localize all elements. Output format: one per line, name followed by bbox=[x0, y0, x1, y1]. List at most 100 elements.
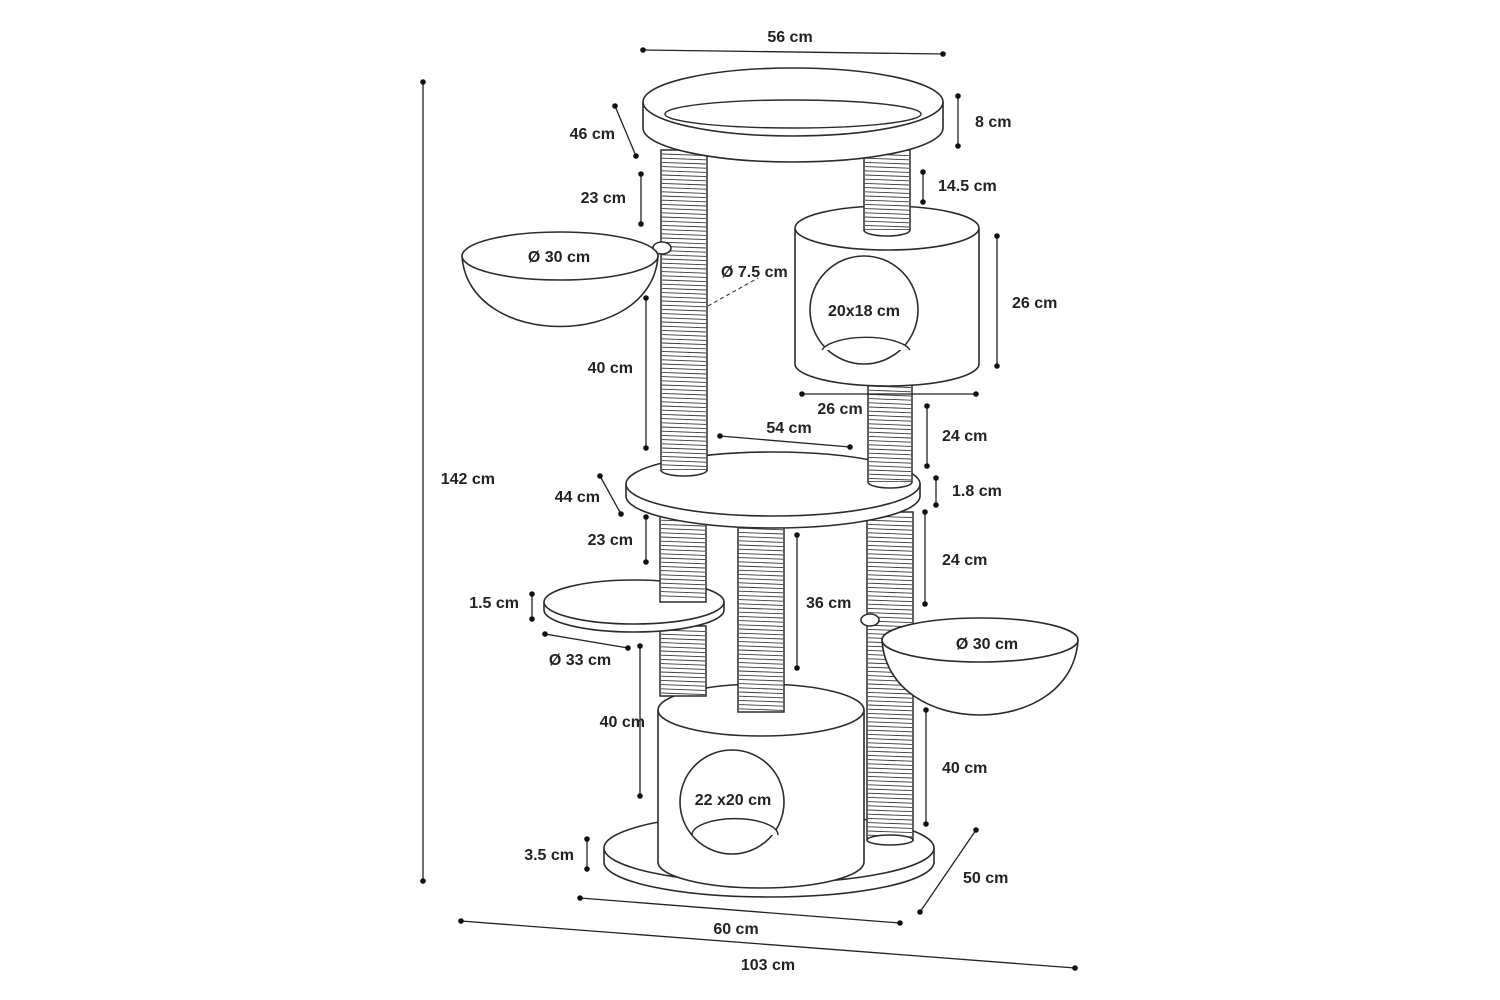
post-upper-right-top bbox=[863, 149, 911, 237]
rope-wrap bbox=[738, 687, 784, 690]
rope-wrap bbox=[867, 578, 913, 582]
dimension-endpoint bbox=[847, 444, 853, 450]
rope-wrap bbox=[867, 805, 913, 808]
rope-wrap bbox=[867, 809, 913, 813]
rope-wrap bbox=[661, 208, 707, 211]
rope-wrap bbox=[868, 469, 912, 473]
rope-wrap bbox=[864, 161, 910, 165]
rope-wrap bbox=[867, 599, 913, 603]
rope-wrap bbox=[738, 699, 784, 703]
label-left-bowl-diameter: Ø 30 cm bbox=[528, 249, 590, 266]
rope-wrap bbox=[661, 170, 707, 173]
rope-wrap bbox=[660, 667, 706, 670]
rope-wrap bbox=[661, 325, 707, 329]
dimension-endpoint bbox=[1072, 965, 1078, 971]
rope-wrap bbox=[867, 725, 913, 729]
rope-wrap bbox=[738, 586, 784, 590]
dimension-endpoint bbox=[924, 463, 930, 469]
rope-wrap bbox=[661, 464, 707, 467]
rope-wrap bbox=[867, 817, 913, 821]
rope-wrap bbox=[738, 569, 784, 573]
rope-wrap bbox=[660, 675, 706, 679]
rope-wrap bbox=[738, 615, 784, 619]
rope-wrap bbox=[867, 759, 913, 762]
dimension-endpoint bbox=[529, 591, 535, 597]
dimension-endpoint bbox=[994, 363, 1000, 369]
rope-wrap bbox=[661, 342, 707, 346]
rope-wrap bbox=[868, 427, 912, 431]
rope-wrap bbox=[661, 334, 707, 337]
rope-wrap bbox=[661, 388, 707, 392]
rope-wrap bbox=[661, 300, 707, 304]
rope-wrap bbox=[867, 742, 913, 745]
label-left-post-bottom: 40 cm bbox=[600, 714, 645, 731]
dimension-endpoint bbox=[933, 475, 939, 481]
rope-wrap bbox=[661, 346, 707, 350]
rope-wrap bbox=[660, 544, 706, 548]
rope-wrap bbox=[661, 380, 707, 383]
label-mid-platform-thickness: 1.8 cm bbox=[952, 483, 1002, 500]
rope-wrap bbox=[661, 439, 707, 442]
dimension-endpoint bbox=[529, 616, 535, 622]
label-right-top-post: 14.5 cm bbox=[938, 178, 997, 195]
rope-wrap bbox=[661, 287, 707, 291]
rope-wrap bbox=[868, 414, 912, 418]
dimension-endpoint bbox=[920, 169, 926, 175]
dimension-line bbox=[599, 475, 622, 515]
rope-wrap bbox=[868, 444, 912, 447]
dimension-endpoint bbox=[625, 645, 631, 651]
rope-wrap bbox=[867, 708, 913, 712]
rope-wrap bbox=[868, 393, 912, 397]
rope-wrap bbox=[738, 657, 784, 661]
dimension-endpoint bbox=[597, 473, 603, 479]
dimension-endpoint bbox=[794, 532, 800, 538]
rope-wrap bbox=[661, 220, 707, 224]
rope-wrap bbox=[661, 426, 707, 430]
label-small-platform-thickness: 1.5 cm bbox=[469, 595, 519, 612]
rope-wrap bbox=[738, 708, 784, 711]
rope-wrap bbox=[660, 586, 706, 590]
dimension-line bbox=[642, 49, 944, 55]
rope-wrap bbox=[738, 582, 784, 585]
rope-wrap bbox=[867, 721, 913, 724]
label-right-bowl-diameter: Ø 30 cm bbox=[956, 636, 1018, 653]
dimension-endpoint bbox=[933, 502, 939, 508]
label-condo-opening-lower: 22 x20 cm bbox=[695, 792, 772, 809]
rope-wrap bbox=[738, 565, 784, 569]
rope-wrap bbox=[738, 624, 784, 627]
dimension-line bbox=[579, 897, 901, 924]
rope-wrap bbox=[660, 679, 706, 683]
rope-wrap bbox=[738, 544, 784, 548]
rope-wrap bbox=[661, 271, 707, 274]
rope-wrap bbox=[661, 178, 707, 182]
dimension-line bbox=[544, 633, 629, 649]
rope-wrap bbox=[661, 321, 707, 325]
rope-wrap bbox=[661, 422, 707, 425]
label-small-platform-diameter: Ø 33 cm bbox=[549, 652, 611, 669]
dimension-line bbox=[719, 435, 851, 448]
rope-wrap bbox=[738, 674, 784, 678]
rope-wrap bbox=[661, 233, 707, 236]
dimension-endpoint bbox=[922, 601, 928, 607]
rope-wrap bbox=[864, 157, 910, 161]
rope-wrap bbox=[661, 174, 707, 178]
rope-wrap bbox=[867, 771, 913, 775]
rope-wrap bbox=[660, 633, 706, 637]
rope-wrap bbox=[738, 628, 784, 632]
dimension-endpoint bbox=[638, 171, 644, 177]
label-top-width: 56 cm bbox=[767, 29, 812, 46]
dimension-line bbox=[614, 105, 637, 157]
rope-wrap bbox=[867, 557, 913, 561]
rope-wrap bbox=[661, 304, 707, 308]
rope-wrap bbox=[660, 595, 706, 598]
rope-wrap bbox=[867, 536, 913, 540]
label-base-depth: 50 cm bbox=[963, 870, 1008, 887]
rope-wrap bbox=[738, 552, 784, 556]
rope-wrap bbox=[864, 208, 910, 211]
rope-wrap bbox=[864, 182, 910, 186]
label-condo-height-upper: 26 cm bbox=[1012, 295, 1057, 312]
rope-wrap bbox=[660, 570, 706, 573]
rope-wrap bbox=[661, 266, 707, 270]
rope-wrap bbox=[661, 329, 707, 333]
rope-wrap bbox=[864, 195, 910, 199]
